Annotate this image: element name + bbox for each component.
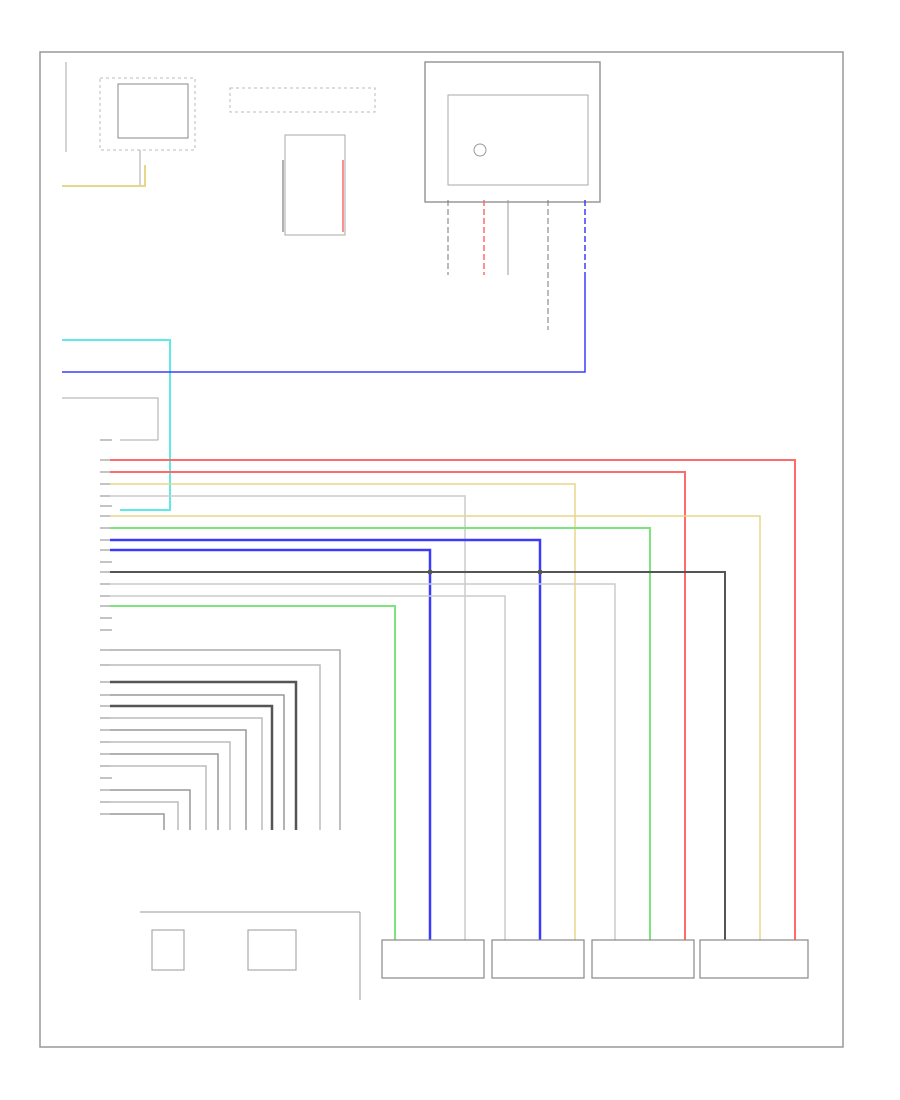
front-airbag-box-1 [381,939,485,979]
front-airbag-box-2 [491,939,585,979]
airbag-modules [381,939,809,979]
sensor-wires [110,649,341,830]
front-airbag-box-4 [699,939,809,979]
wire-gray-top [62,397,159,441]
main-connector [100,439,112,815]
wire-blue-pcm [62,275,586,373]
diagram-frame [39,51,844,1048]
pcm-module [424,61,601,330]
front-airbag-box-3 [591,939,695,979]
sensor-blocks [140,911,361,1000]
bus-wires [110,459,796,940]
seat-belt-module [62,62,196,187]
steering-control-unit [229,87,376,236]
wire-cyan [62,339,171,511]
